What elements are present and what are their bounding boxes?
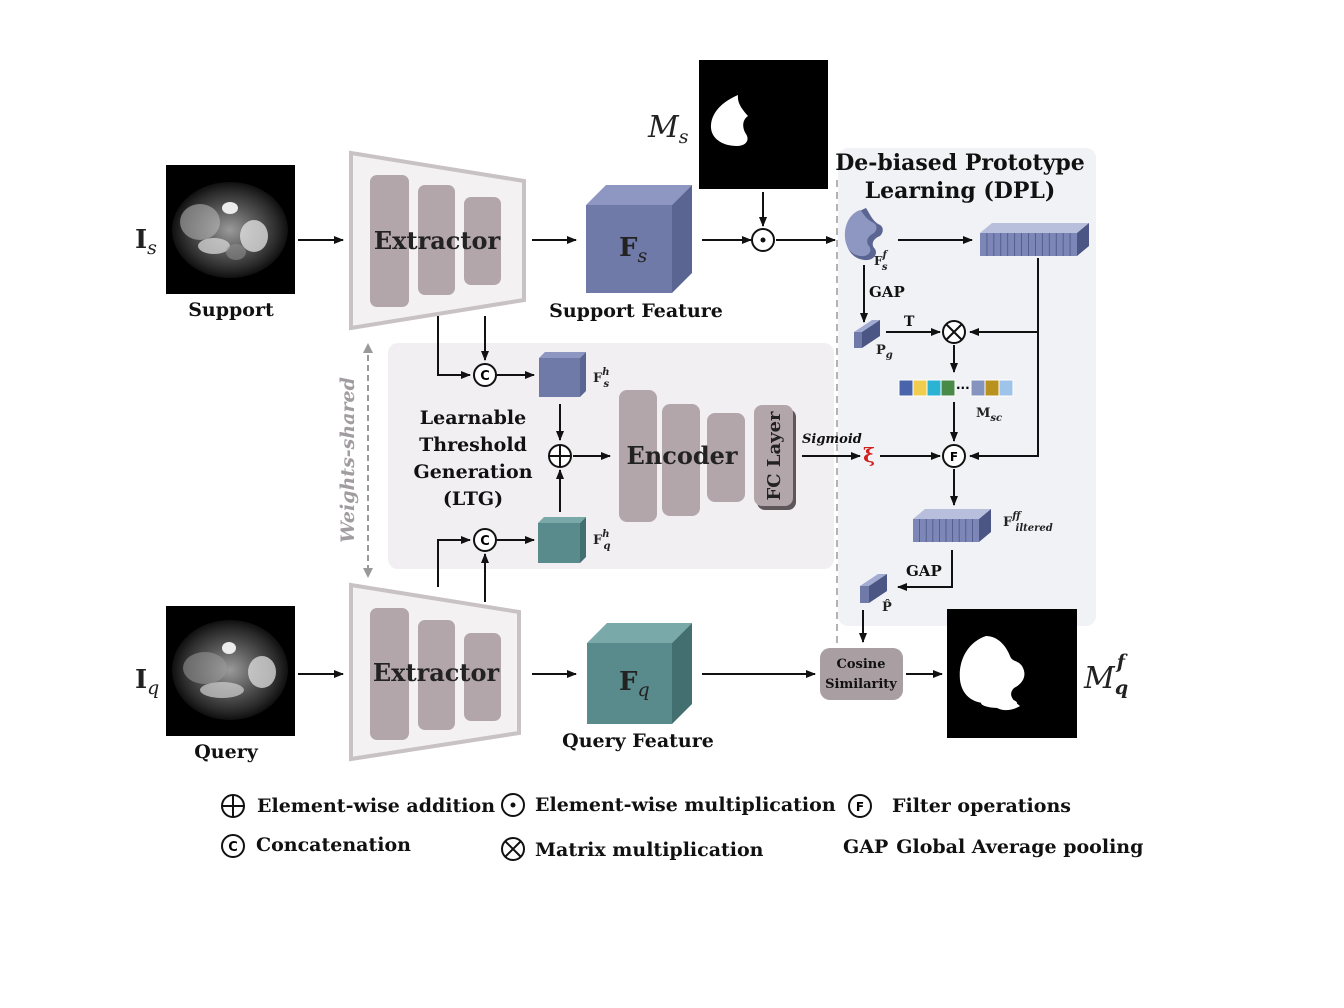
extractor-top (349, 150, 526, 331)
ltg-line1: Learnable (420, 407, 527, 429)
svg-text:F: F (856, 800, 864, 814)
legend-filter-icon: F (848, 794, 872, 818)
msc-cell (940, 379, 956, 397)
matrix-mult-op (942, 320, 966, 344)
svg-text:C: C (480, 534, 490, 549)
legend-elem-mult-icon (501, 793, 525, 817)
legend-concat-icon: C (221, 834, 245, 858)
filtered-feature (913, 509, 991, 542)
msc-cell (970, 379, 986, 397)
weights-shared-label: Weights-shared (337, 377, 359, 543)
addition-op (548, 444, 572, 468)
ltg-line3: Generation (413, 461, 532, 483)
support-caption: Support (188, 299, 274, 321)
support-mask-symbol: Ms (647, 110, 689, 148)
dpl-title-line2: Learning (DPL) (865, 178, 1056, 204)
svg-text:C: C (480, 369, 490, 384)
msc-cell (998, 379, 1014, 397)
fqh-cube (538, 517, 586, 563)
msc-ellipsis: ··· (956, 381, 970, 395)
support-image (166, 165, 295, 294)
flattened-feature-top (980, 223, 1089, 256)
query-image (166, 606, 295, 736)
legend-addition-icon (221, 794, 245, 818)
concat-op-bottom: C (473, 528, 497, 552)
legend-matrix-icon (501, 837, 525, 861)
ltg-panel (388, 343, 834, 569)
legend-concat-label: Concatenation (256, 834, 411, 856)
cosine-line2: Similarity (825, 677, 897, 692)
encoder-block (619, 390, 745, 522)
legend-matrix-label: Matrix multiplication (535, 839, 764, 861)
transpose-label: T (904, 314, 915, 330)
cosine-similarity-box (820, 648, 903, 700)
extractor-bottom (349, 582, 521, 762)
svg-text:C: C (228, 840, 238, 855)
fc-layer-block (754, 405, 796, 510)
msc-vector: ··· (898, 379, 1014, 397)
query-feature-caption: Query Feature (562, 730, 714, 752)
phat-symbol: P̂ (882, 599, 892, 615)
arrow-ffiltered-to-phat (897, 550, 953, 591)
pg-prototype (854, 320, 880, 348)
ltg-line4: (LTG) (443, 488, 503, 510)
arrow-ext-top-to-concat-a (437, 316, 471, 379)
msc-cell (984, 379, 1000, 397)
msc-symbol: Msc (976, 406, 1002, 424)
support-mask-image (699, 60, 828, 189)
query-symbol: Iq (135, 665, 159, 699)
gap-label-bottom: GAP (906, 562, 942, 580)
query-feature-cube (587, 623, 692, 724)
ltg-line2: Threshold (419, 434, 527, 456)
dpl-title-line1: De-biased Prototype (835, 150, 1085, 176)
arrow-flat-to-filter (969, 258, 1039, 460)
xi-symbol: ξ (863, 443, 875, 467)
msc-cell (912, 379, 928, 397)
query-feature-symbol: Fq (619, 667, 650, 701)
cosine-line1: Cosine (837, 657, 886, 672)
support-symbol: Is (135, 225, 157, 259)
extractor-top-label: Extractor (374, 226, 501, 255)
support-feature-symbol: Fs (619, 233, 647, 267)
legend-filter-label: Filter operations (892, 795, 1071, 817)
extractor-bottom-label: Extractor (373, 658, 500, 687)
legend-addition-label: Element-wise addition (257, 795, 495, 817)
support-feature-caption: Support Feature (549, 300, 723, 322)
phat-prototype (860, 574, 887, 603)
arrow-ext-bot-to-concat-a (437, 536, 471, 587)
dpl-panel (838, 148, 1096, 626)
sigmoid-label: Sigmoid (802, 432, 862, 447)
query-mask-image (947, 609, 1077, 738)
msc-cell (898, 379, 914, 397)
filter-op: F (942, 444, 966, 468)
legend-elem-mult-label: Element-wise multiplication (535, 794, 836, 816)
support-feature-cube (586, 185, 692, 293)
encoder-label: Encoder (626, 441, 737, 470)
fsh-cube (539, 352, 586, 397)
elementwise-mult-op (751, 228, 775, 252)
msc-cell (926, 379, 942, 397)
gap-label-top: GAP (869, 283, 905, 301)
pg-symbol: Pg (876, 343, 893, 361)
fc-layer-label: FC Layer (764, 411, 785, 501)
svg-text:F: F (950, 450, 958, 464)
query-caption: Query (194, 741, 258, 763)
fsf-masked-feature (844, 208, 883, 261)
concat-op-top: C (473, 363, 497, 387)
